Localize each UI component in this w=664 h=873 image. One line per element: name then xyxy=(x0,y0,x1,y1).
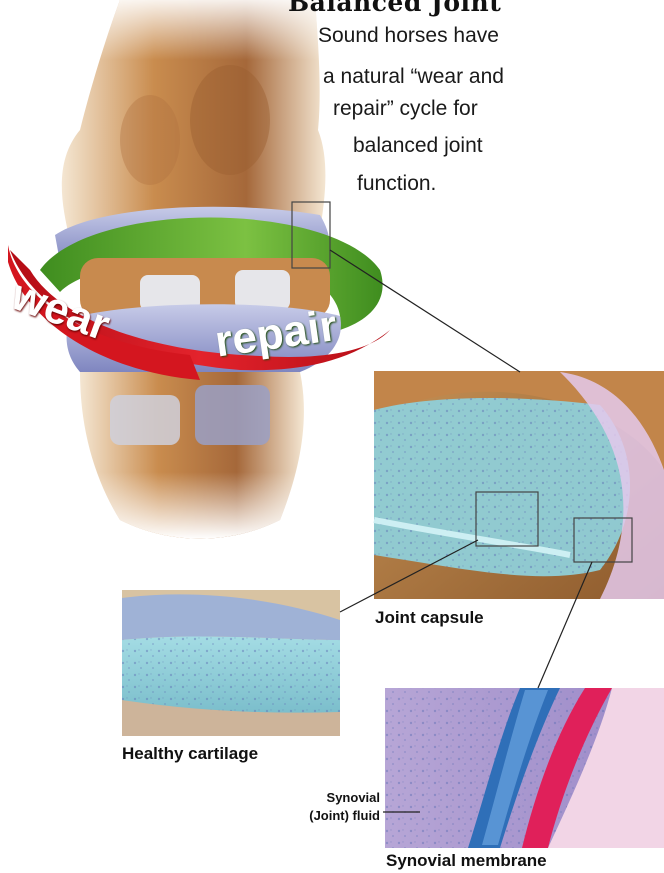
synovial-fluid-line-2: (Joint) fluid xyxy=(309,808,380,823)
intro-line-2: a natural “wear and xyxy=(323,66,504,87)
synovial-membrane-label: Synovial membrane xyxy=(386,851,547,871)
intro-line-3: repair” cycle for xyxy=(333,98,478,119)
intro-line-5: function. xyxy=(357,173,436,194)
synovial-fluid-line-1: Synovial xyxy=(327,790,380,805)
upper-bone xyxy=(62,0,326,240)
lower-bone xyxy=(80,372,304,539)
intro-line-4: balanced joint xyxy=(353,135,483,156)
synovial-fluid-label: Synovial (Joint) fluid xyxy=(280,789,380,824)
intro-line-1: Sound horses have xyxy=(318,25,499,46)
joint-capsule-label: Joint capsule xyxy=(375,608,484,628)
healthy-cartilage-label: Healthy cartilage xyxy=(122,744,258,764)
joint-capsule-panel xyxy=(374,371,664,599)
healthy-cartilage-panel xyxy=(122,590,340,736)
synovial-membrane-panel xyxy=(385,688,664,848)
page-title: Balanced Joint xyxy=(288,0,501,17)
